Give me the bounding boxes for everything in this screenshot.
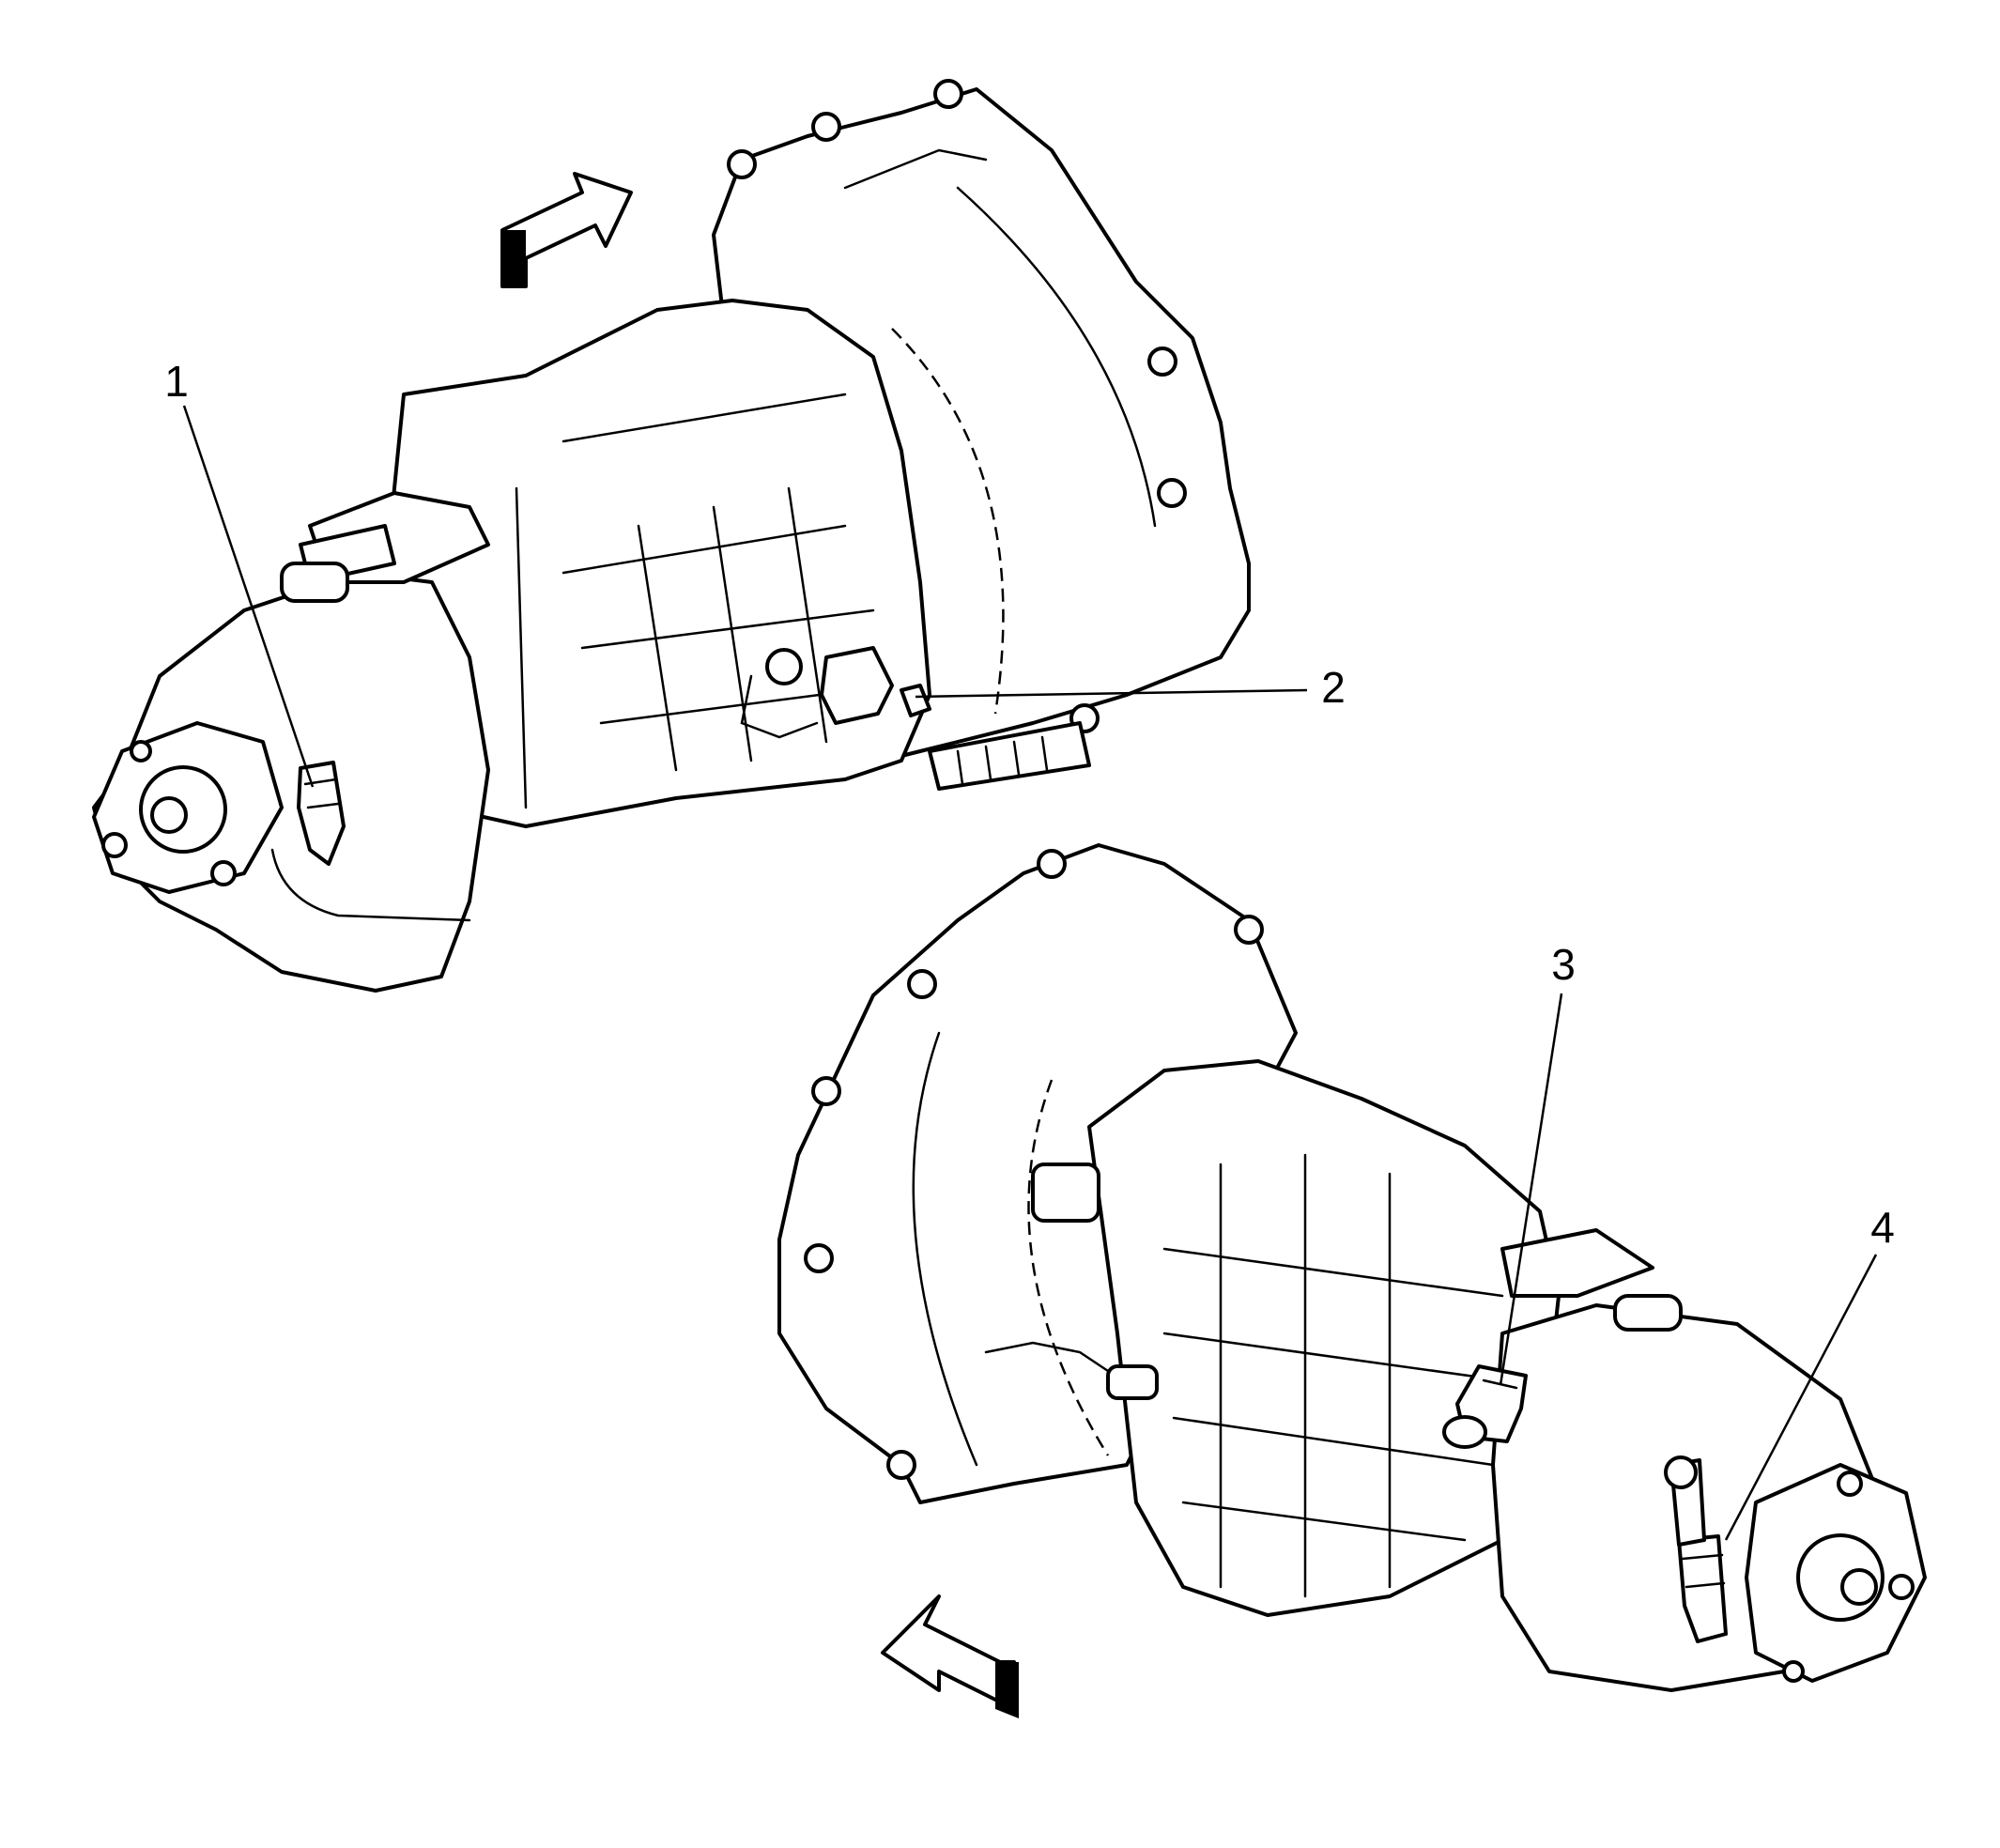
svg-text:1: 1 <box>164 357 189 406</box>
sensor-2 <box>740 646 931 739</box>
svg-text:2: 2 <box>1321 663 1346 712</box>
svg-text:3: 3 <box>1551 940 1576 989</box>
sensor-3 <box>1442 1364 1528 1449</box>
svg-text:4: 4 <box>1870 1203 1895 1252</box>
sensor-1 <box>270 761 471 922</box>
upper-transmission <box>92 79 1251 993</box>
callout-3: 3 <box>1499 940 1576 1386</box>
front-direction-arrow-icon <box>881 1594 1019 1718</box>
lower-transmission <box>777 843 1927 1692</box>
callout-4: 4 <box>1724 1203 1895 1541</box>
callout-1: 1 <box>164 357 315 788</box>
callout-2: 2 <box>915 663 1346 712</box>
sensor-4 <box>1664 1455 1728 1643</box>
front-direction-arrow-icon <box>500 172 633 288</box>
